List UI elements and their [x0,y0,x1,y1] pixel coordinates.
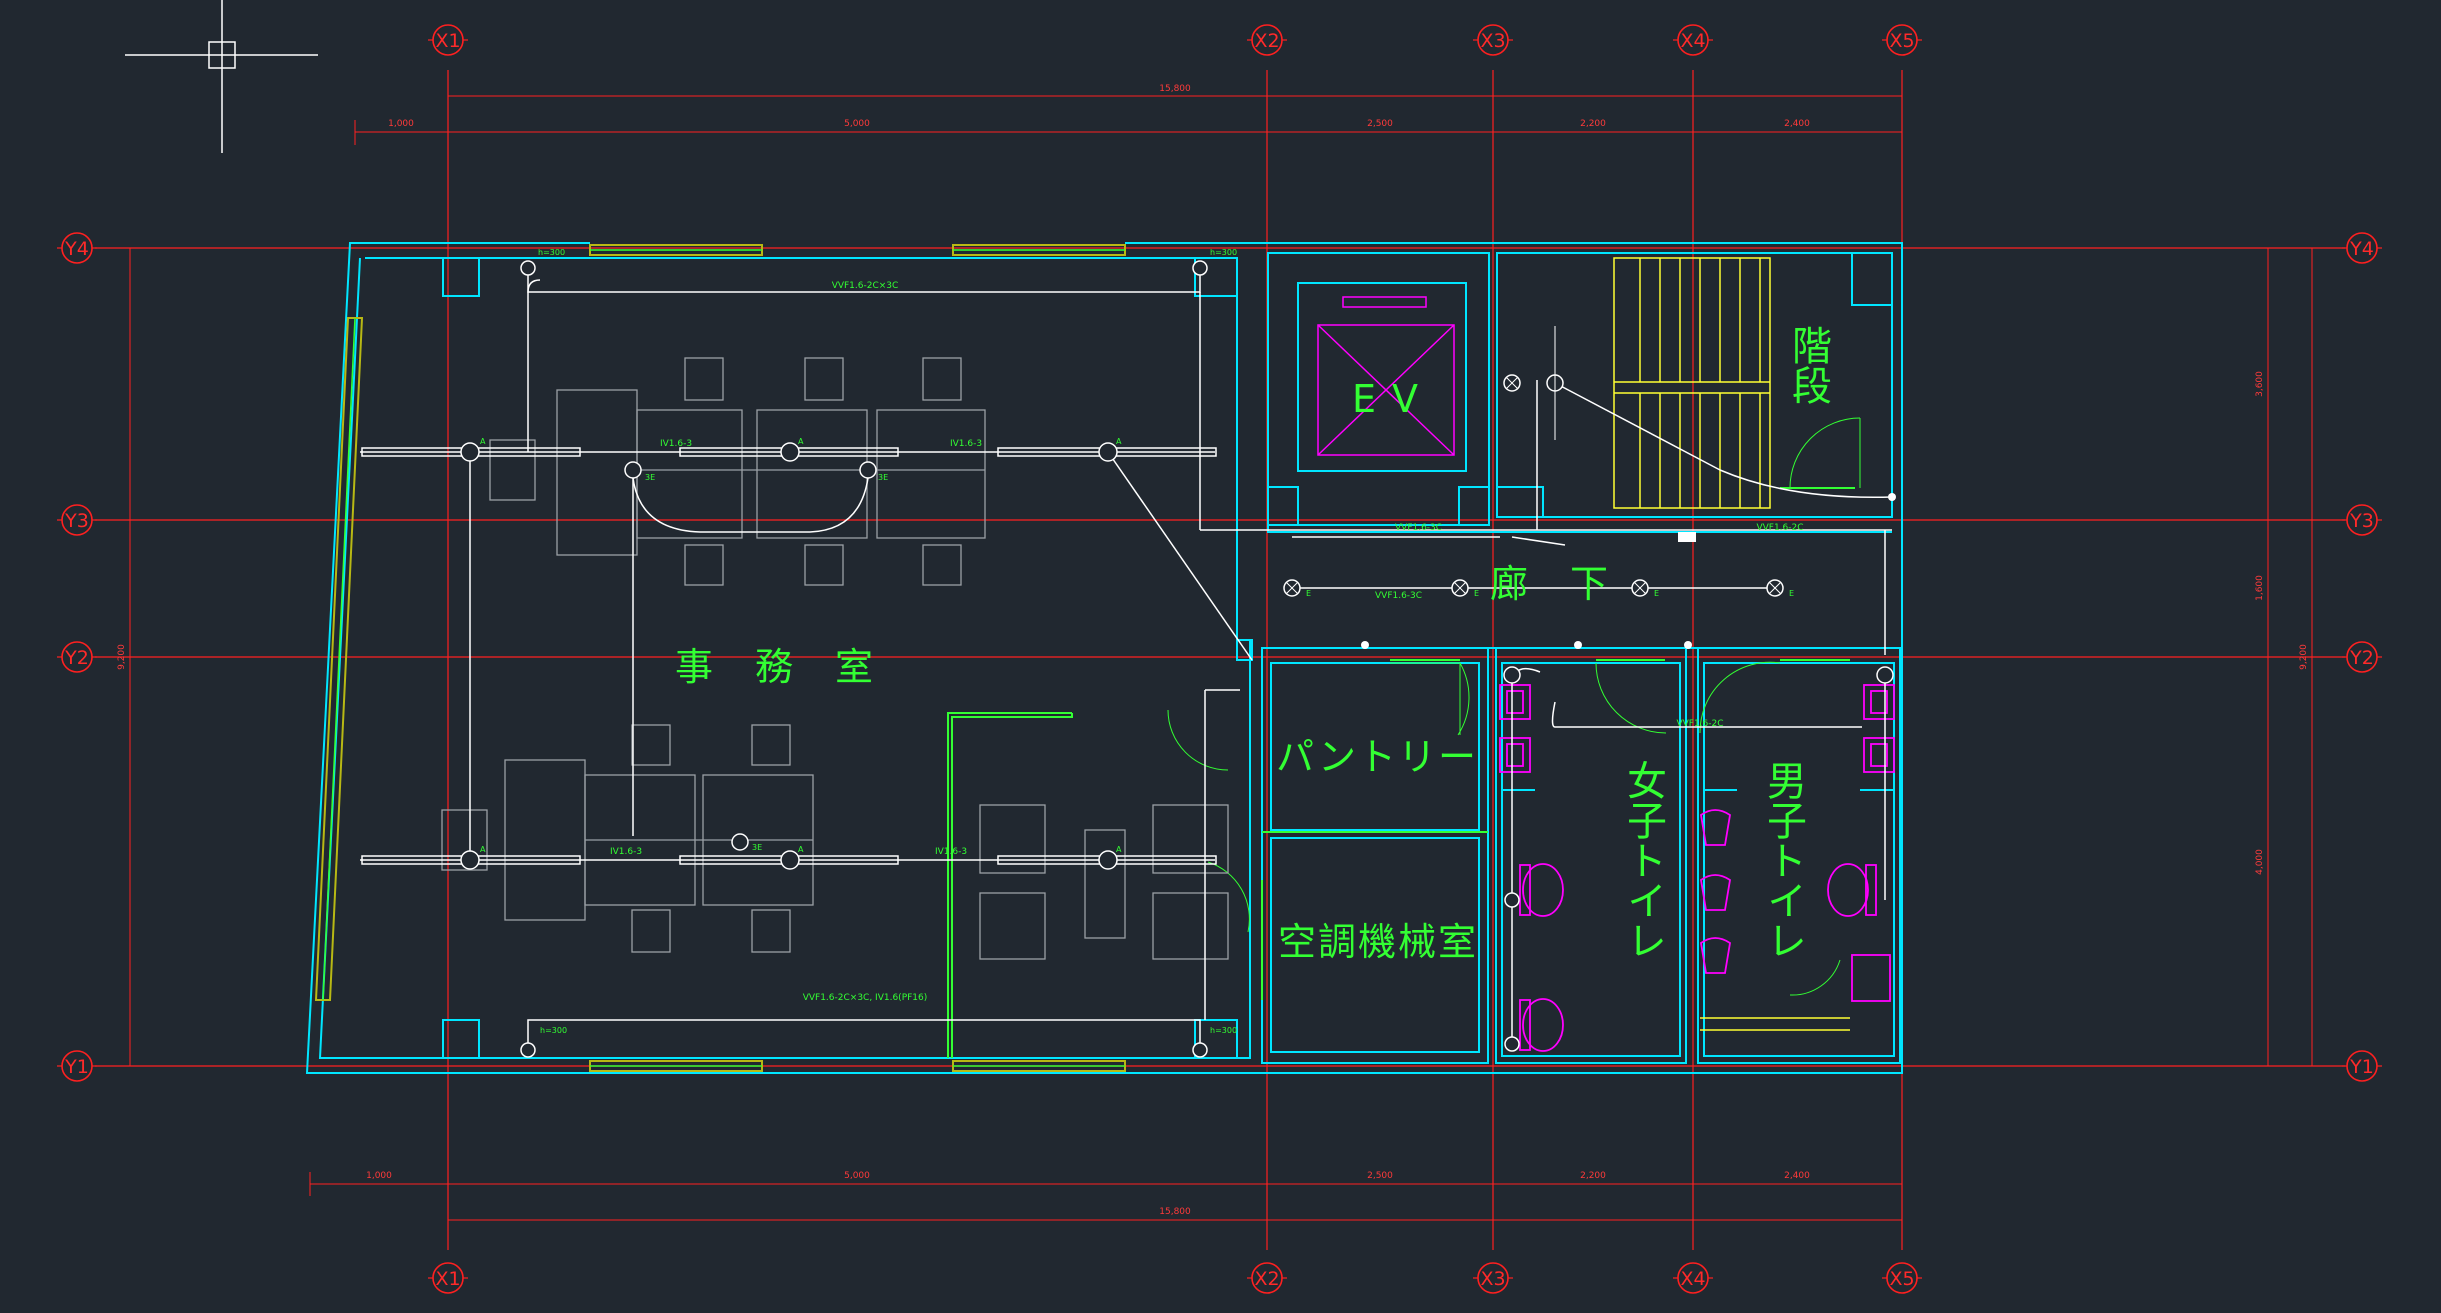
axis-label-x1: X1 [435,1268,460,1290]
dimension-lines [118,84,2324,1232]
annotation-h: h=300 [1210,248,1237,257]
axis-bubbles [61,24,2378,1294]
lamp-label: A [1116,437,1122,446]
axis-label-x1: X1 [435,30,460,52]
lamp-label: E [1654,589,1659,598]
partitions [947,487,1855,1058]
wire-label: IV1.6-3 [935,847,967,857]
axis-label-x5: X5 [1889,1268,1914,1290]
elevator-car [1317,296,1455,456]
axis-label-x2: X2 [1254,1268,1279,1290]
switch-label: 3E [752,843,762,852]
switch-label: 3E [645,473,655,482]
axis-label-y3: Y3 [64,510,89,532]
dim-top-seg: 5,000 [844,119,870,129]
room-label-pantry: パントリー [1276,735,1478,779]
room-label-mens-toilet: 男子トイレ [1760,760,1806,960]
sanitary-fixtures [1499,684,1895,1052]
wire-label: VVF1.6-3C [1375,591,1422,601]
axis-label-y3: Y3 [2349,510,2374,532]
switch-marks [1361,493,1896,649]
walls [305,242,1903,1074]
dim-left-total: 9,200 [117,644,127,670]
lamp-label: E [1474,589,1479,598]
room-label-womens-toilet: 女子トイレ [1620,760,1666,960]
axis-label-y2: Y2 [64,647,89,669]
dim-bottom-seg: 1,000 [366,1171,392,1181]
axis-label-y1: Y1 [64,1056,89,1078]
axis-label-x4: X4 [1680,30,1705,52]
wire-label: VVF1.6-3C [1395,523,1442,533]
axis-bubble-ticks [57,39,2382,1279]
wire-label: IV1.6-3 [660,439,692,449]
axis-label-x3: X3 [1480,30,1505,52]
room-label-corridor: 廊 下 [1490,562,1610,606]
room-label-ev: E V [1352,377,1420,421]
wire-label: VVF1.6-2C [1756,523,1803,533]
axis-label-y2: Y2 [2349,647,2374,669]
dim-bottom-seg: 2,400 [1784,1171,1810,1181]
crosshair-cursor-icon [125,0,318,153]
dim-top-seg: 2,200 [1580,119,1606,129]
lamp-label: A [1116,845,1122,854]
axis-label-x2: X2 [1254,30,1279,52]
room-label-stairs: 階段 [1785,325,1831,405]
lamp-label: A [480,845,486,854]
stairs [1613,257,1850,1031]
lamp-label: A [480,437,486,446]
lamp-label: A [798,437,804,446]
wire-label: IV1.6-3 [610,847,642,857]
dim-bottom-seg: 5,000 [844,1171,870,1181]
dim-top-total: 15,800 [1159,84,1191,94]
doors [1167,417,1861,996]
wire-label: IV1.6-3 [950,439,982,449]
annotation-h: h=300 [538,248,565,257]
wire-label: VVF1.6-2C×3C, IV1.6(PF16) [803,993,928,1003]
wire-label: VVF1.6-2C [1676,719,1723,729]
annotation-h: h=300 [1210,1026,1237,1035]
lamp-label: A [798,845,804,854]
axis-label-x4: X4 [1680,1268,1705,1290]
dim-bottom-total: 15,800 [1159,1207,1191,1217]
lamp-label: E [1789,589,1794,598]
axis-label-x5: X5 [1889,30,1914,52]
dim-top-seg: 1,000 [388,119,414,129]
lamp-label: E [1306,589,1311,598]
switch-label: 3E [878,473,888,482]
axis-label-y4: Y4 [64,238,89,260]
axis-label-y4: Y4 [2349,238,2374,260]
dim-bottom-seg: 2,500 [1367,1171,1393,1181]
dim-right-seg: 4,000 [2255,849,2265,875]
dim-right-seg: 3,600 [2255,371,2265,397]
dim-right-seg: 1,600 [2255,575,2265,601]
annotation-h: h=300 [540,1026,567,1035]
lamp-cross-marks [1285,326,1782,595]
room-label-office: 事 務 室 [675,645,875,689]
axis-label-y1: Y1 [2349,1056,2374,1078]
room-label-mech-room: 空調機械室 [1278,920,1478,964]
window-frames [322,249,1125,1067]
dim-right-total: 9,200 [2299,644,2309,670]
axis-label-x3: X3 [1480,1268,1505,1290]
dim-top-seg: 2,500 [1367,119,1393,129]
dim-bottom-seg: 2,200 [1580,1171,1606,1181]
wire-label: VVF1.6-2C×3C [832,281,899,291]
dim-top-seg: 2,400 [1784,119,1810,129]
